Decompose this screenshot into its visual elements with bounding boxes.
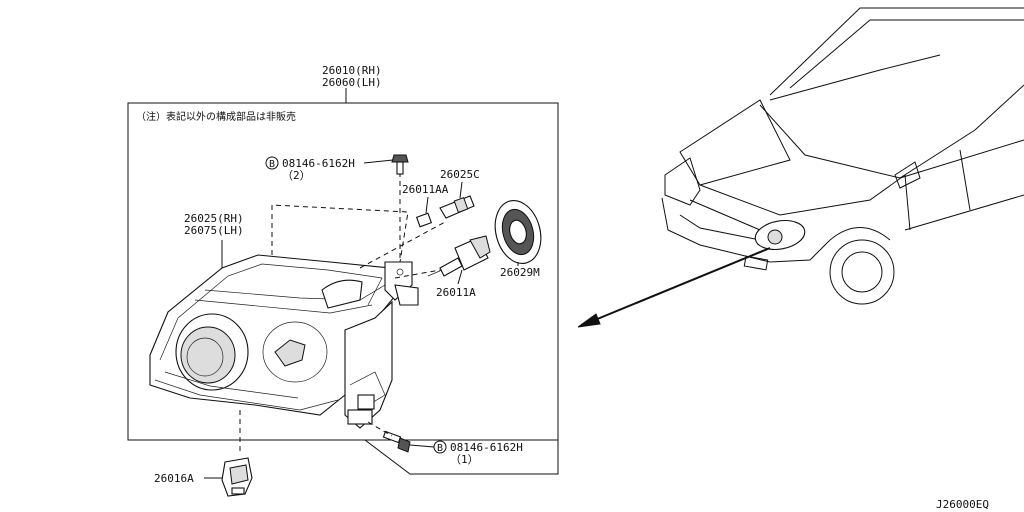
label-26011a: 26011A	[436, 286, 476, 299]
socket-26016a	[221, 457, 253, 497]
location-arrow-line	[589, 247, 771, 323]
diagram-code: J26000EQ	[936, 498, 989, 511]
leader-26025c	[459, 181, 463, 199]
dash-line-bulb	[359, 221, 446, 269]
bolt-upper-code: 08146-6162H	[282, 157, 355, 170]
assembly-part-rh: 26010(RH)	[322, 64, 382, 77]
bolt-upper-leader	[363, 159, 394, 164]
bolt-marker-lower-letter: B	[437, 443, 443, 454]
bolt-marker-upper	[265, 156, 279, 170]
bolt-lower	[382, 430, 411, 453]
dash-line-26025	[271, 204, 409, 263]
assembly-part-lh: 26060(LH)	[322, 76, 382, 89]
bolt-upper-qty: （2）	[282, 169, 311, 182]
dust-cover-26029m	[494, 200, 542, 264]
bulb-26011a	[427, 235, 491, 277]
bolt-lower-leader	[409, 444, 435, 448]
label-26016a: 26016A	[154, 472, 194, 485]
label-26075-lh: 26075(LH)	[184, 224, 244, 237]
location-arrow-head	[577, 313, 601, 328]
label-26029m: 26029M	[500, 266, 540, 279]
vehicle-illustration	[661, 7, 1024, 305]
bolt-lower-dash	[367, 421, 393, 437]
bolt-lower-qty: （1）	[450, 453, 479, 466]
dash-line-bracket	[394, 269, 441, 279]
socket-26011aa	[415, 212, 433, 228]
leader-26011a	[457, 269, 463, 285]
headlamp-housing	[149, 254, 419, 429]
bulb-26025c	[439, 195, 475, 219]
note-not-sold-separately: （注）表記以外の構成部品は非販売	[136, 110, 296, 123]
label-26025c: 26025C	[440, 168, 480, 181]
bolt-marker-upper-letter: B	[269, 159, 275, 170]
frame-extension	[128, 439, 559, 475]
label-26011aa: 26011AA	[402, 183, 449, 196]
bolt-upper	[391, 154, 409, 175]
label-26025-rh: 26025(RH)	[184, 212, 244, 225]
leader-26011aa	[425, 196, 429, 214]
bolt-lower-code: 08146-6162H	[450, 441, 523, 454]
